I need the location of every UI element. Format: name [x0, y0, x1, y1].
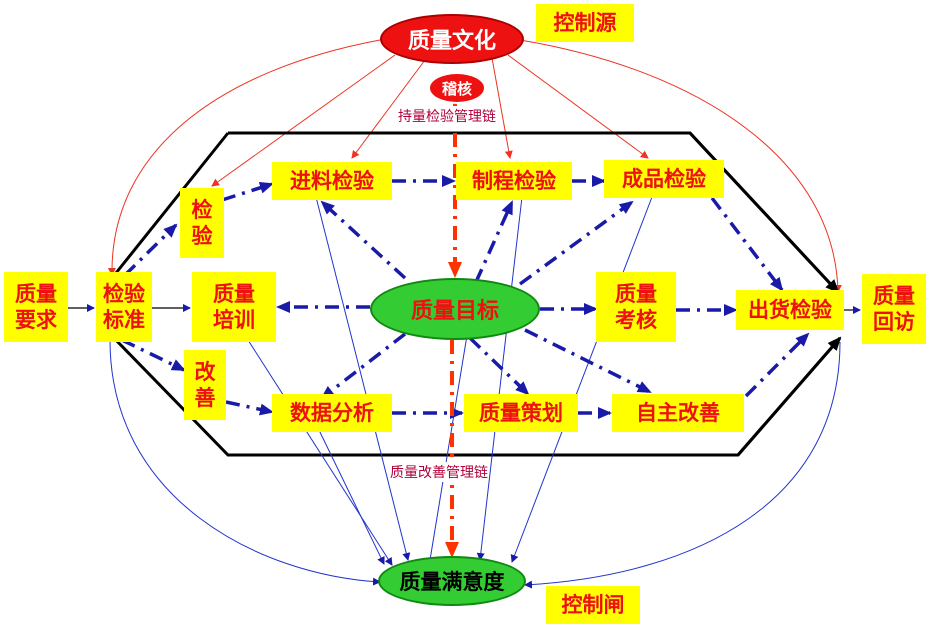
flow-improvement-to-data	[225, 400, 274, 416]
control-source-label: 控制源	[536, 4, 634, 42]
flow-goal-to-planning	[468, 336, 530, 396]
flow-goal-to-finished	[518, 200, 634, 286]
blue-line-incoming-to-satisfaction	[315, 196, 411, 561]
quality-satisfaction-text: 质量满意度	[399, 570, 505, 594]
process-inspection-box: 制程检验	[456, 162, 572, 200]
self-improvement-box: 自主改善	[612, 394, 744, 432]
quality-culture-text: 质量文化	[407, 29, 496, 54]
inspection-standard-box: 检验 标准	[96, 272, 152, 342]
control-gate-label: 控制闸	[546, 586, 640, 624]
blue-line-data-to-satisfaction	[317, 427, 385, 565]
red-arrow-to-inspection	[211, 54, 396, 187]
quality-requirement-box: 质量 要求	[4, 272, 68, 342]
flow-goal-to-self-improvement	[524, 328, 652, 394]
quality-goal-text: 质量目标	[410, 299, 499, 324]
blue-line-training-to-satisfaction	[247, 339, 393, 566]
blue-line-finished-to-satisfaction	[510, 196, 653, 563]
outer-curve-left-bottom	[109, 339, 381, 586]
blue-line-process-to-satisfaction	[476, 196, 523, 561]
flow-goal-to-data	[320, 332, 407, 400]
quality-culture-oval: 质量文化	[380, 14, 524, 64]
red-arrow-to-incoming	[351, 59, 426, 159]
improve-chain-label: 质量改善管理链	[390, 462, 488, 482]
flow-goal-to-process	[474, 200, 514, 283]
sustain-chain-label: 持量检验管理链	[398, 106, 496, 126]
quality-training-box: 质量 培训	[192, 272, 276, 342]
finished-inspection-box: 成品检验	[604, 160, 724, 198]
outer-curve-left-top	[107, 39, 381, 276]
control-gate-text: 控制闸	[561, 593, 625, 617]
audit-text: 稽核	[441, 79, 472, 98]
shipping-inspection-box: 出货检验	[736, 290, 844, 330]
inspection-box: 检 验	[180, 188, 224, 258]
flow-finished-to-shipping	[710, 196, 784, 292]
audit-oval: 稽核	[428, 72, 486, 104]
hexagon-arrow-lower-right	[736, 336, 842, 456]
incoming-inspection-box: 进料检验	[272, 162, 392, 200]
flow-inspection-to-incoming	[221, 181, 274, 202]
blue-flow-arrows	[121, 175, 810, 419]
outer-curve-right-top	[519, 39, 842, 293]
flow-standard-to-improvement	[121, 338, 186, 372]
hexagon-arrow-upper-right	[688, 131, 840, 294]
red-arrow-to-process	[491, 57, 513, 159]
central-red-arrows	[445, 102, 462, 558]
control-source-text: 控制源	[553, 11, 617, 35]
data-analysis-box: 数据分析	[272, 394, 392, 432]
quality-planning-box: 质量策划	[464, 394, 578, 432]
quality-assessment-box: 质量 考核	[596, 272, 676, 342]
outer-curve-right-bottom	[524, 341, 841, 589]
quality-revisit-box: 质量 回访	[862, 274, 926, 344]
red-arrow-to-finished	[507, 54, 649, 159]
flow-standard-to-inspection	[123, 223, 178, 277]
blue-line-goal-to-satisfaction	[429, 304, 473, 561]
quality-satisfaction-oval: 质量满意度	[378, 556, 526, 606]
quality-goal-oval: 质量目标	[370, 278, 540, 340]
improvement-box: 改 善	[184, 350, 226, 420]
flow-self-improvement-to-shipping	[744, 332, 810, 398]
flow-goal-to-incoming	[320, 200, 407, 280]
